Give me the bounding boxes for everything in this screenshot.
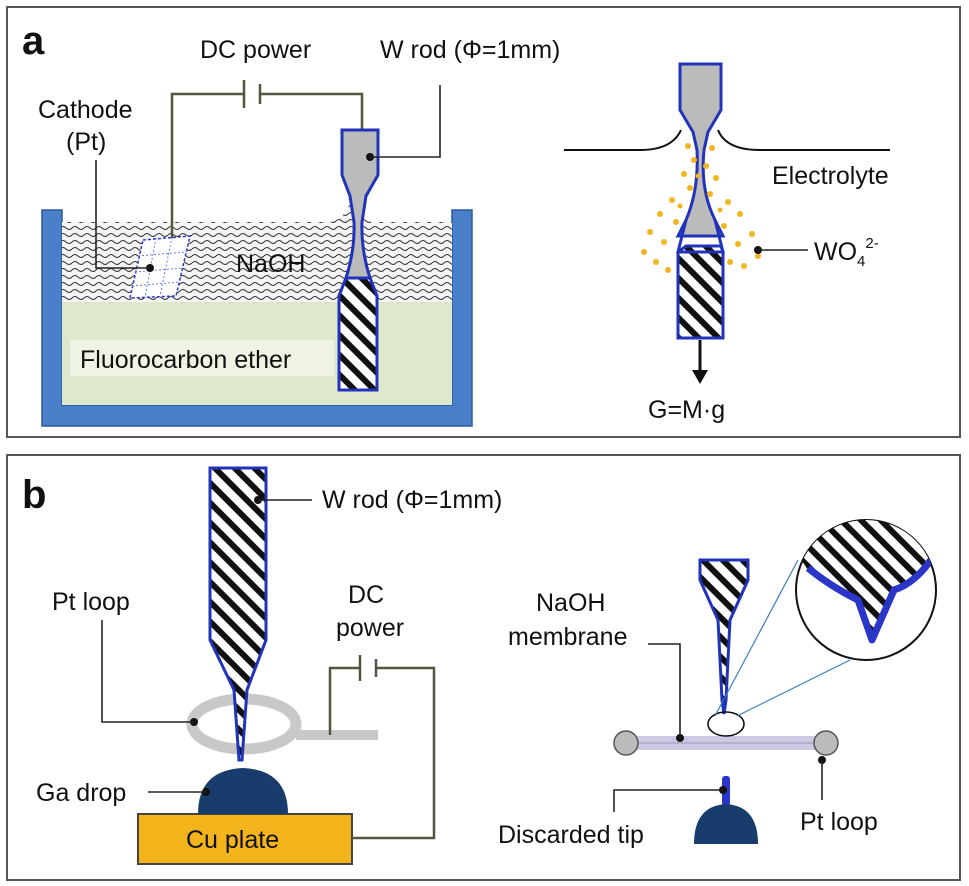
- dc-power-supply-b: DC power: [328, 581, 436, 840]
- sharpened-rod-b: [698, 558, 750, 715]
- w-rod-label-b: W rod (Φ=1mm): [322, 486, 502, 514]
- wo4-ions: [641, 143, 761, 273]
- panel-a-letter: a: [22, 19, 45, 63]
- discarded-tip-leader: [613, 789, 723, 812]
- wo4-subscript: 4: [857, 253, 865, 270]
- naoh-label: NaOH: [236, 250, 305, 278]
- dc-power-label-b-line1: DC: [348, 581, 384, 609]
- electrolyte-label: Electrolyte: [772, 162, 889, 190]
- cu-plate: [137, 813, 353, 865]
- ga-drop-label: Ga drop: [36, 779, 126, 807]
- detail-rod-lower: [676, 244, 725, 340]
- electrolyte-meniscus: [564, 129, 890, 151]
- etching-detail: Electrolyte WO42- G=M·g: [564, 62, 890, 424]
- wire-to-loop: [328, 666, 360, 735]
- wire-to-plate: [352, 666, 436, 840]
- discarded-ga-drop: [694, 804, 758, 844]
- cathode-mesh: [129, 235, 191, 299]
- w-rod-lower-hatched: [337, 276, 379, 392]
- panel-b-border: [6, 454, 961, 881]
- wire-to-cathode: [170, 92, 244, 238]
- naoh-membrane-label-line2: membrane: [508, 623, 628, 651]
- tip-highlight-ellipse: [707, 711, 745, 737]
- pt-loop-leader-left: [101, 620, 194, 723]
- electrolysis-bath: Fluorocarbon ether NaOH: [41, 196, 473, 427]
- w-rod-leader-a: [370, 85, 441, 158]
- fluorocarbon-label-bg: [70, 340, 334, 376]
- membrane-leader: [648, 643, 681, 738]
- discarded-tip-label: Discarded tip: [498, 821, 644, 849]
- panel-a: a Fluorocarbon ether NaOH Cathode (Pt) D…: [6, 6, 961, 438]
- wire-to-anode: [260, 92, 364, 130]
- cu-plate-label: Cu plate: [186, 826, 279, 854]
- pt-loop-end-left: [613, 730, 639, 756]
- cathode-label-line2: (Pt): [66, 128, 106, 156]
- cathode-label-line1: Cathode: [38, 96, 133, 124]
- w-rod-anode: W rod (Φ=1mm): [337, 36, 560, 392]
- detail-rod-upper: [675, 62, 726, 238]
- dc-power-supply-a: DC power: [170, 36, 364, 238]
- wo4-superscript: 2-: [865, 235, 878, 252]
- pt-loop-label-right: Pt loop: [800, 808, 878, 836]
- w-rod-b-body: [208, 466, 268, 762]
- ga-drop: [198, 768, 288, 814]
- gravity-arrow-head: [692, 370, 708, 384]
- separation-detail: NaOH membrane Discarded tip Pt loop: [498, 519, 937, 849]
- panel-b-letter: b: [22, 473, 46, 517]
- w-rod-label-a: W rod (Φ=1mm): [380, 36, 560, 64]
- pt-loop-end-right: [813, 730, 839, 756]
- dc-power-label-a: DC power: [200, 36, 311, 64]
- fluorocarbon-ether-label: Fluorocarbon ether: [80, 346, 291, 374]
- pt-cathode: Cathode (Pt): [38, 96, 191, 299]
- wo4-base: WO: [814, 238, 857, 266]
- naoh-membrane-label-line1: NaOH: [536, 589, 605, 617]
- w-rod-b: W rod (Φ=1mm): [208, 466, 502, 762]
- panel-b: b Cu plate Ga drop Pt loop W rod (Φ=1mm): [6, 454, 961, 881]
- pt-loop-label-left: Pt loop: [52, 588, 130, 616]
- gravity-label: G=M·g: [648, 396, 725, 424]
- magnified-tip: [795, 519, 937, 661]
- cathode-leader: [95, 160, 150, 269]
- wo4-label: WO42-: [814, 235, 879, 270]
- dc-power-label-b-line2: power: [336, 614, 404, 642]
